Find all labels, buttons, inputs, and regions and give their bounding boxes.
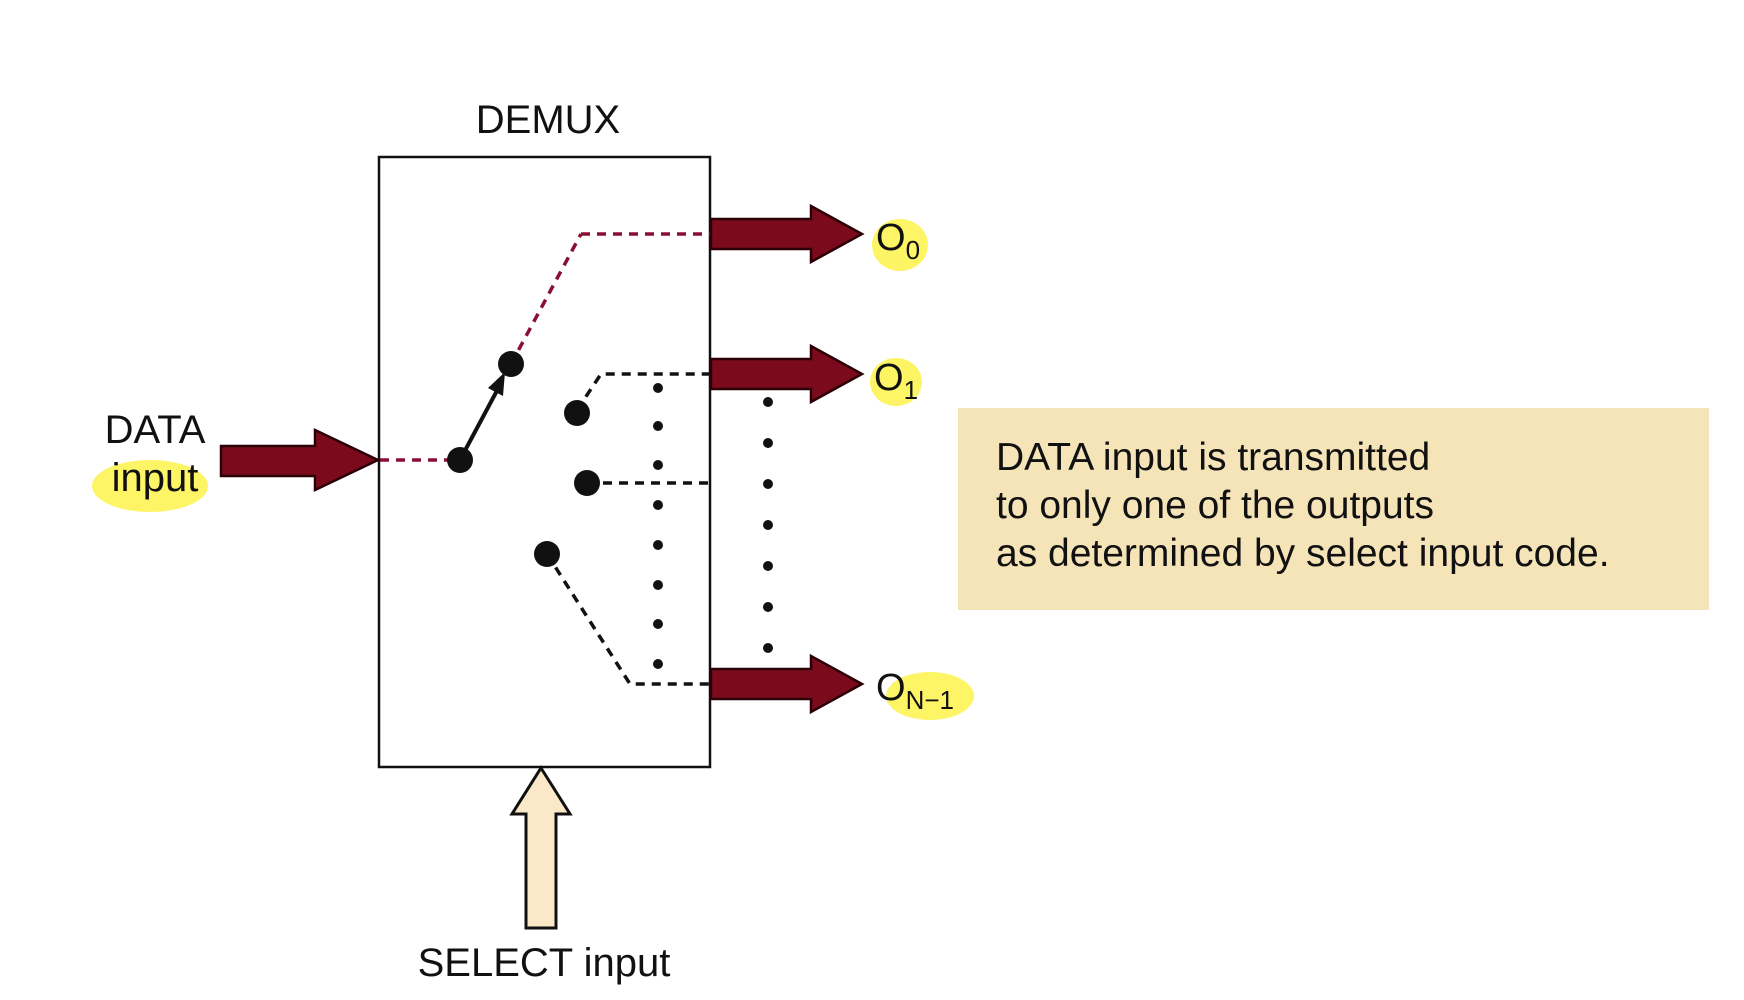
- output-arrow-n-1: [709, 653, 865, 715]
- output-arrow-1: [709, 343, 865, 405]
- output-arrow-0: [709, 203, 865, 265]
- switch-pivot: [447, 447, 473, 473]
- switch-lever: [459, 384, 502, 459]
- note-line-1: DATA input is transmitted: [996, 436, 1430, 479]
- switch-contact-0: [498, 351, 524, 377]
- highlight-output-1: [870, 358, 922, 406]
- ellipsis-dots-inner: [653, 383, 663, 669]
- path-output-n-1: [545, 553, 710, 686]
- switch-lever-arrowhead: [488, 372, 505, 396]
- output-label-0: O0: [876, 217, 920, 265]
- select-input-label: SELECT input: [418, 941, 671, 985]
- highlight-data-input: [92, 460, 208, 512]
- switch-contact-1: [564, 400, 590, 426]
- highlight-output-n-1: [886, 672, 974, 720]
- data-input-arrow: [219, 428, 381, 492]
- block-title: DEMUX: [476, 98, 620, 142]
- note-box: [958, 408, 1709, 610]
- data-input-label-line2: input: [112, 456, 199, 500]
- highlight-marks: [92, 219, 974, 720]
- output-label-n-1: ON−1: [876, 667, 954, 715]
- active-switch-path: [509, 233, 583, 365]
- select-input-arrow: [509, 765, 573, 930]
- note-line-3: as determined by select input code.: [996, 532, 1610, 575]
- highlight-output-0: [872, 219, 928, 271]
- data-input-label-line1: DATA: [105, 408, 206, 452]
- path-output-1: [575, 372, 710, 411]
- switch-contact-n-1: [534, 541, 560, 567]
- output-label-1: O1: [874, 357, 918, 405]
- ellipsis-dots-outer: [763, 397, 773, 653]
- note-line-2: to only one of the outputs: [996, 484, 1434, 527]
- switch-contact-2: [574, 470, 600, 496]
